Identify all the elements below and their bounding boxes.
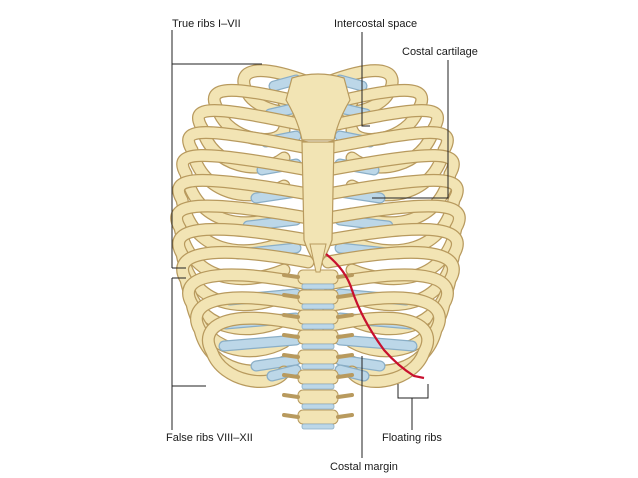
vertebra <box>297 389 339 405</box>
costal-margin-line <box>325 253 425 380</box>
rib <box>183 269 314 357</box>
label-costal-margin: Costal margin <box>330 461 398 473</box>
label-floating-ribs: Floating ribs <box>382 432 442 444</box>
intervertebral-disc <box>301 423 335 430</box>
vertebra <box>297 289 339 305</box>
intervertebral-disc <box>301 323 335 330</box>
transverse-process <box>282 293 354 299</box>
rib <box>322 247 459 334</box>
transverse-process <box>282 313 354 319</box>
costal-cartilage-leader <box>372 60 449 199</box>
vertebra <box>297 349 339 365</box>
costal-cartilage-fill <box>219 335 301 351</box>
left-ribs <box>170 64 315 389</box>
vertebra <box>297 409 339 425</box>
costal-cartilage-fill <box>267 365 301 381</box>
right-ribs <box>321 64 466 389</box>
intervertebral-disc <box>301 303 335 310</box>
vertebral-column <box>282 269 354 430</box>
label-intercostal-space: Intercostal space <box>334 18 418 30</box>
transverse-process <box>282 413 354 419</box>
label-costal-cartilage: Costal cartilage <box>402 46 478 58</box>
sternum <box>285 73 351 273</box>
leader-lines <box>171 30 449 458</box>
label-false-ribs: False ribs VIII–XII <box>166 432 253 444</box>
rib <box>322 224 463 310</box>
transverse-process <box>282 393 354 399</box>
rib <box>173 224 314 310</box>
costal-cartilage-fill <box>335 355 385 371</box>
costal-cartilage-fill <box>335 335 417 351</box>
vertebra <box>297 369 339 385</box>
xiphoid-process <box>309 243 327 273</box>
intervertebral-disc <box>301 383 335 390</box>
costal-cartilage-fill <box>251 355 301 371</box>
intervertebral-disc <box>301 283 335 290</box>
transverse-process <box>282 353 354 359</box>
label-true-ribs: True ribs I–VII <box>172 18 241 30</box>
intervertebral-disc <box>301 403 335 410</box>
vertebra <box>297 309 339 325</box>
manubrium <box>285 73 351 141</box>
transverse-process <box>282 333 354 339</box>
rib <box>203 313 314 387</box>
true-ribs-bracket <box>171 30 262 269</box>
intervertebral-disc <box>301 343 335 350</box>
floating-ribs-bracket <box>397 384 429 430</box>
costal-cartilage-fill <box>335 365 369 381</box>
transverse-process <box>282 373 354 379</box>
intercostal-leader <box>361 32 370 127</box>
vertebra <box>297 329 339 345</box>
rib <box>322 269 453 357</box>
false-ribs-bracket <box>171 277 206 430</box>
rib <box>322 313 433 387</box>
intervertebral-disc <box>301 363 335 370</box>
rib <box>177 247 314 334</box>
